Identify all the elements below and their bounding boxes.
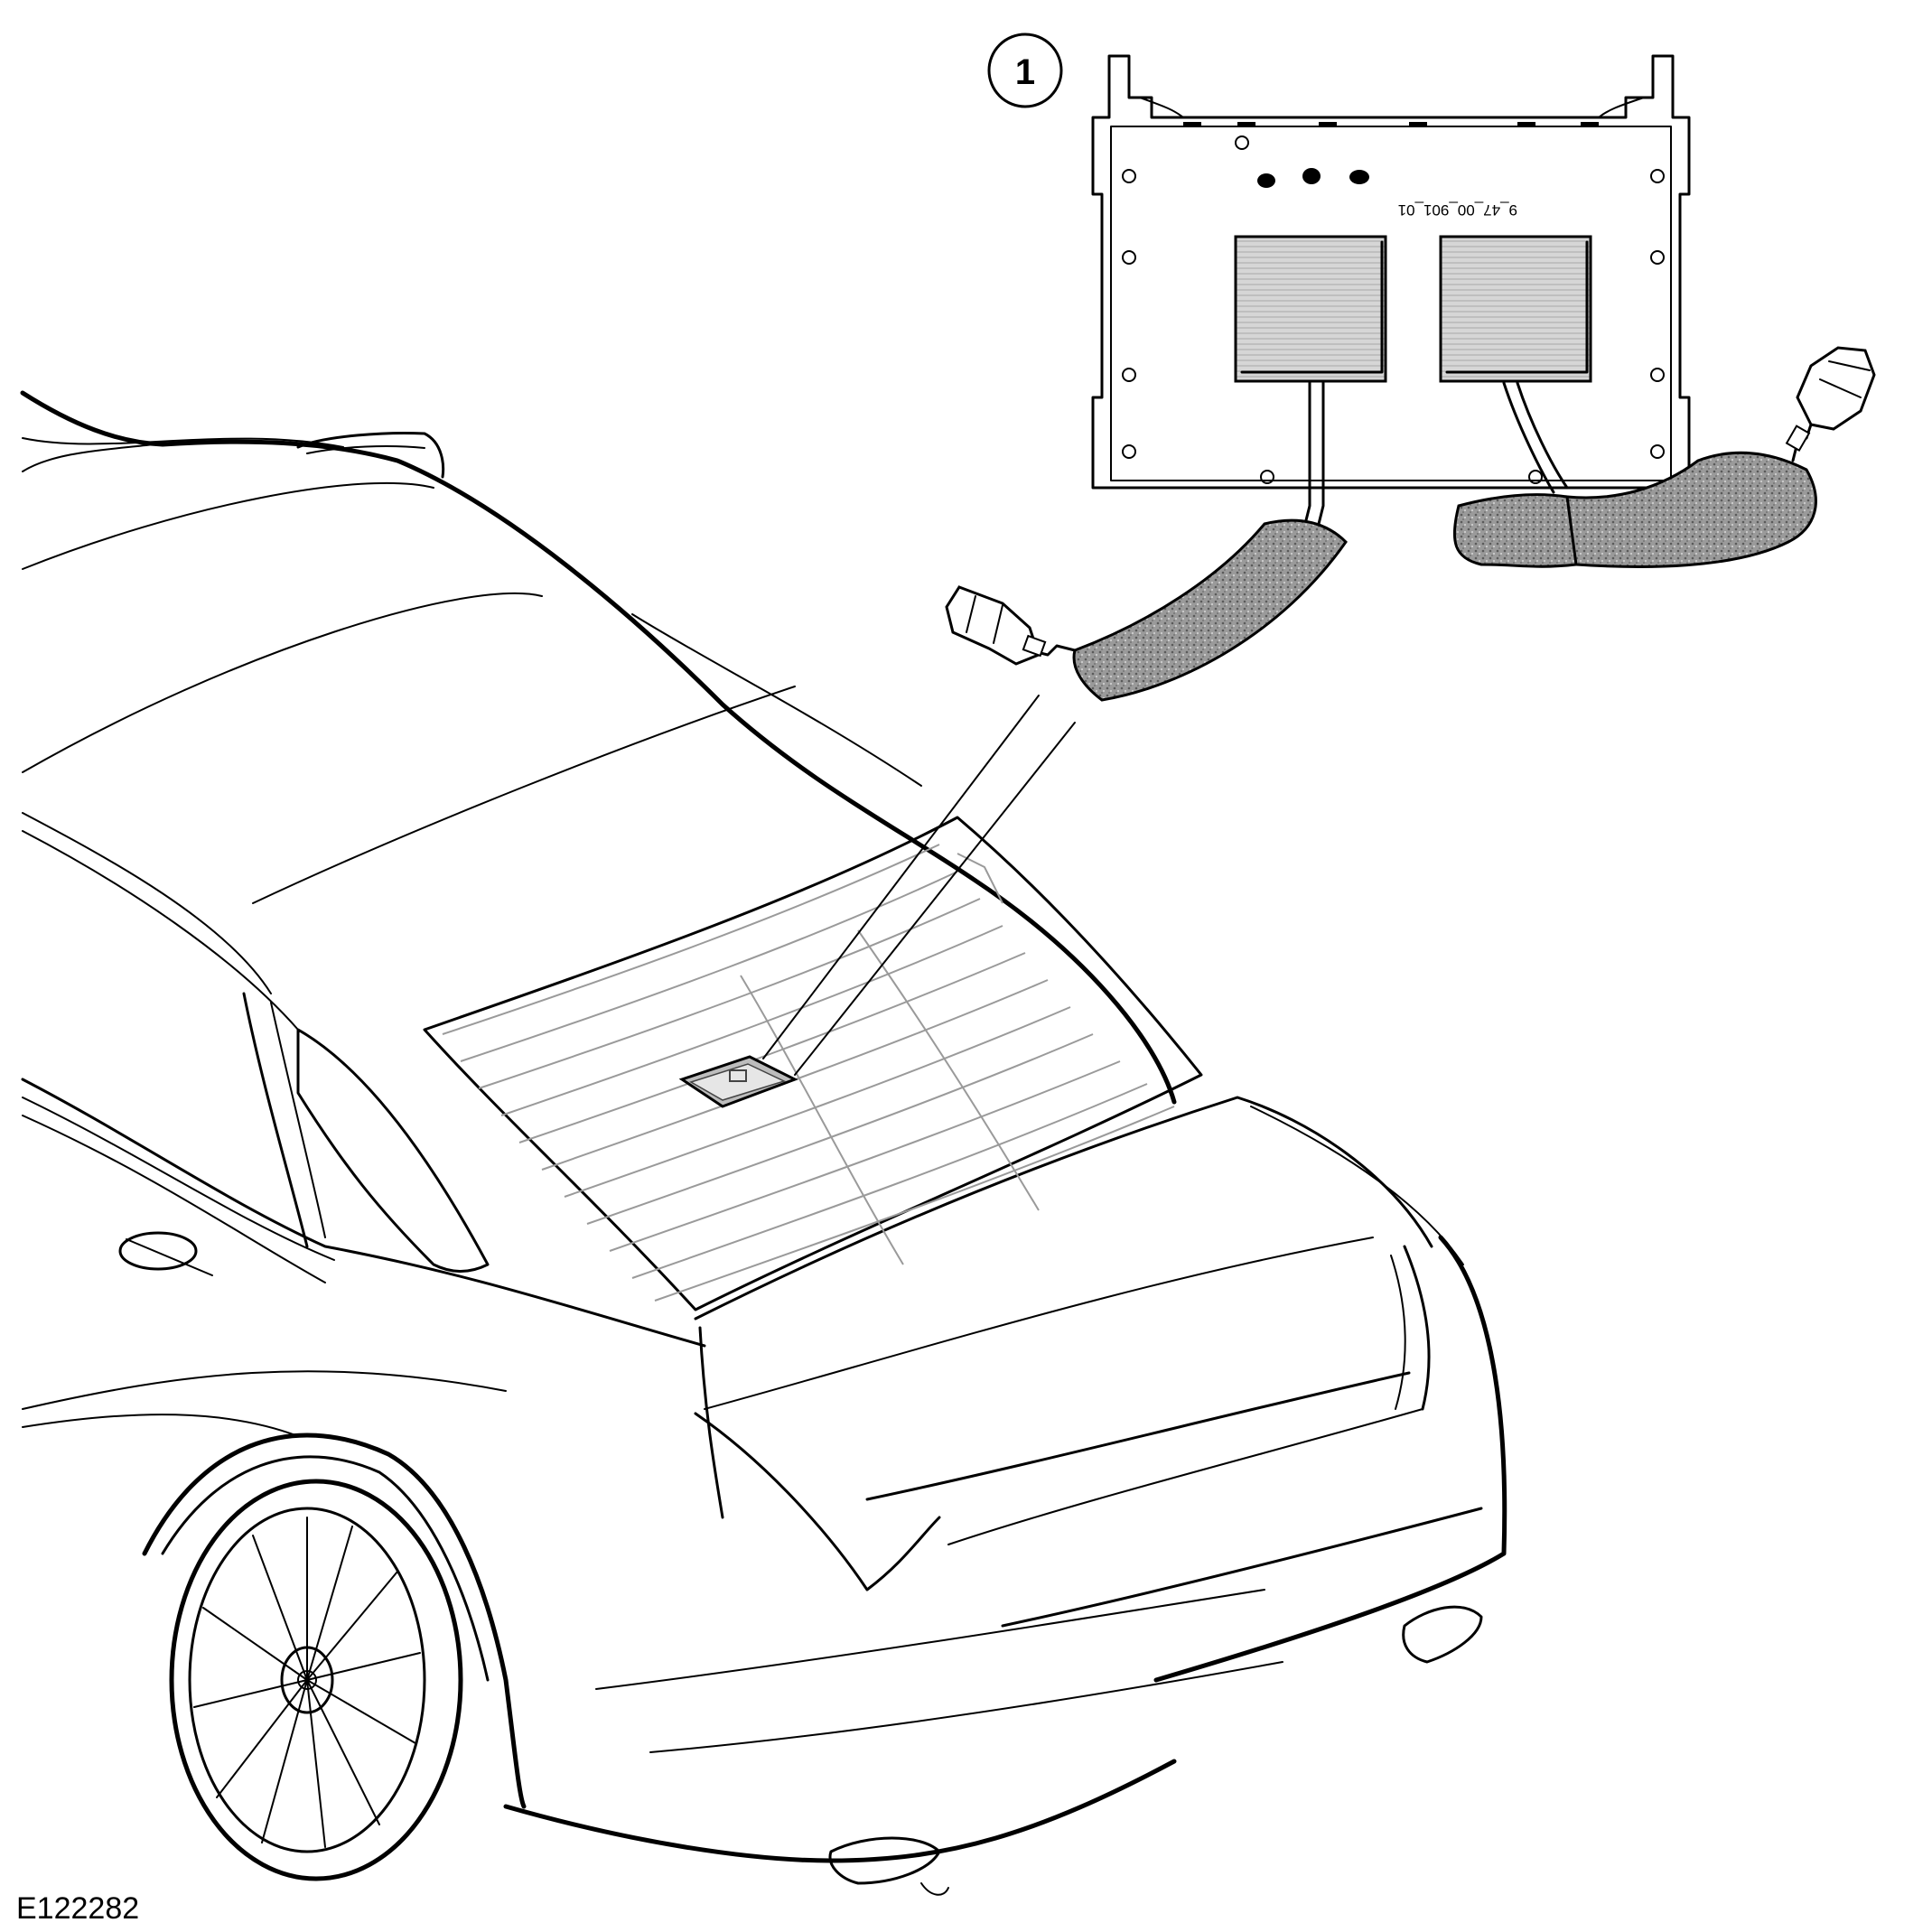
- foam-sleeve-icon: [1072, 451, 1817, 702]
- part-marking: 9_47_00_901_01: [1398, 201, 1517, 219]
- callout-1: 1: [987, 33, 1063, 108]
- car-body: [20, 390, 1507, 1896]
- leader-lines: [762, 695, 1076, 1076]
- antenna-detail: 9_47_00_901_01: [1091, 54, 1691, 526]
- antenna-module-icon: [678, 1055, 798, 1108]
- wheel-spokes: [193, 1517, 421, 1848]
- heated-grid-icon: [442, 844, 1175, 1302]
- mounting-holes: [1122, 135, 1665, 484]
- antenna-pad-right: [1439, 235, 1592, 383]
- callout-number: 1: [1015, 52, 1035, 92]
- figure-id: E122282: [16, 1891, 139, 1926]
- antenna-pad-left: [1234, 235, 1387, 383]
- callout-circle-icon: [987, 33, 1063, 108]
- adhesive-dots: [1257, 168, 1369, 188]
- coaxial-connector-icon: [945, 346, 1876, 666]
